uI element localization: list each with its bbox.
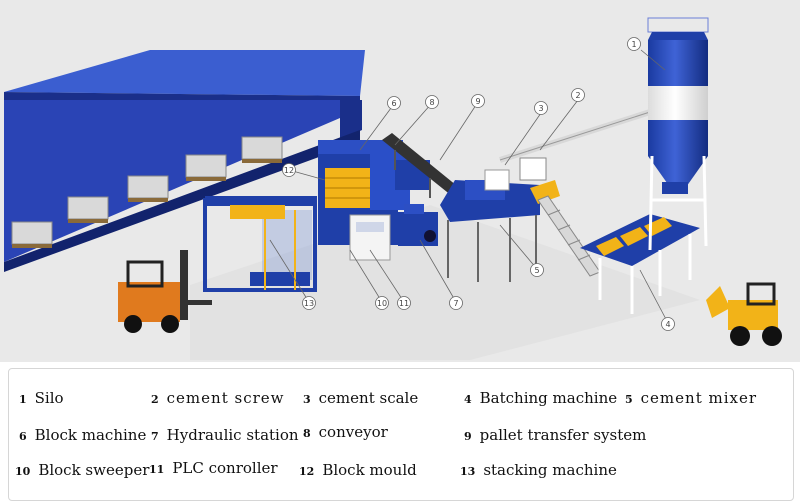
callout-1: 1 bbox=[627, 37, 641, 51]
legend-number: 4 bbox=[464, 393, 472, 406]
svg-text:4: 4 bbox=[665, 320, 670, 329]
legend-label: Block sweeper bbox=[38, 461, 150, 479]
legend-item-conveyor: 8 conveyor bbox=[303, 423, 388, 441]
callout-4: 4 bbox=[661, 317, 675, 331]
legend-number: 9 bbox=[464, 430, 472, 443]
legend-label: Hydraulic station bbox=[166, 426, 299, 444]
callout-12: 12 bbox=[282, 163, 296, 177]
legend-item-batching-machine: 4 Batching machine bbox=[464, 389, 617, 407]
legend-number: 1 bbox=[19, 393, 27, 406]
wheel-loader bbox=[706, 282, 782, 346]
legend-number: 11 bbox=[149, 463, 165, 476]
cement-screw-conveyor bbox=[499, 109, 651, 163]
legend-item-pallet-transfer-system: 9 pallet transfer system bbox=[464, 426, 646, 444]
legend-number: 10 bbox=[15, 465, 31, 478]
legend-number: 3 bbox=[303, 393, 311, 406]
svg-text:11: 11 bbox=[399, 299, 409, 308]
legend-label: Batching machine bbox=[479, 389, 618, 407]
svg-text:9: 9 bbox=[475, 97, 480, 106]
legend-label: cement mixer bbox=[640, 389, 758, 407]
cement-scale bbox=[519, 157, 560, 204]
legend-number: 12 bbox=[299, 465, 315, 478]
svg-text:10: 10 bbox=[377, 299, 387, 308]
callout-7: 7 bbox=[449, 296, 463, 310]
legend-label: Block machine bbox=[34, 426, 147, 444]
legend-item-plc-controller: 11 PLC conroller bbox=[149, 459, 278, 477]
svg-text:1: 1 bbox=[631, 40, 636, 49]
production-line-illustration: 1 2 3 4 5 6 7 8 9 10 11 12 bbox=[0, 0, 800, 362]
legend-number: 2 bbox=[151, 393, 159, 406]
callout-3: 3 bbox=[534, 101, 548, 115]
legend-item-cement-mixer: 5 cement mixer bbox=[625, 389, 757, 407]
svg-text:3: 3 bbox=[538, 104, 543, 113]
legend-number: 13 bbox=[460, 465, 476, 478]
svg-text:6: 6 bbox=[391, 99, 396, 108]
callout-10: 10 bbox=[375, 296, 389, 310]
batching-machine bbox=[580, 214, 700, 314]
block-stacks bbox=[11, 136, 283, 248]
legend-number: 7 bbox=[151, 430, 159, 443]
legend-number: 8 bbox=[303, 427, 311, 440]
svg-text:7: 7 bbox=[453, 299, 458, 308]
legend-label: cement screw bbox=[166, 389, 285, 407]
forklift bbox=[118, 250, 212, 333]
legend-item-block-machine: 6 Block machine bbox=[19, 426, 146, 444]
legend-item-stacking-machine: 13 stacking machine bbox=[460, 461, 617, 479]
legend-item-cement-scale: 3 cement scale bbox=[303, 389, 418, 407]
callout-13: 13 bbox=[302, 296, 316, 310]
hydraulic-station bbox=[398, 204, 438, 246]
callout-6: 6 bbox=[387, 96, 401, 110]
svg-text:12: 12 bbox=[284, 166, 294, 175]
plc-controller-cabinet bbox=[349, 214, 391, 261]
svg-text:13: 13 bbox=[304, 299, 314, 308]
callout-9: 9 bbox=[471, 94, 485, 108]
cement-silo bbox=[647, 17, 709, 251]
legend-label: cement scale bbox=[318, 389, 419, 407]
callout-5: 5 bbox=[530, 263, 544, 277]
svg-text:8: 8 bbox=[429, 98, 434, 107]
svg-text:2: 2 bbox=[575, 91, 580, 100]
legend-item-silo: 1 Silo bbox=[19, 389, 64, 407]
stacking-machine bbox=[203, 196, 317, 292]
legend-label: Silo bbox=[34, 389, 64, 407]
callout-8: 8 bbox=[425, 95, 439, 109]
legend-label: pallet transfer system bbox=[479, 426, 647, 444]
callout-11: 11 bbox=[397, 296, 411, 310]
cement-mixer bbox=[440, 169, 540, 282]
legend-label: stacking machine bbox=[483, 461, 617, 479]
legend-number: 5 bbox=[625, 393, 633, 406]
legend-item-hydraulic-station: 7 Hydraulic station bbox=[151, 426, 299, 444]
legend-label: PLC conroller bbox=[172, 459, 278, 477]
belt-conveyor bbox=[382, 133, 462, 198]
legend-item-cement-screw: 2 cement screw bbox=[151, 389, 284, 407]
callout-leaders bbox=[269, 49, 669, 324]
callout-2: 2 bbox=[571, 88, 585, 102]
legend-item-block-sweeper: 10 Block sweeper bbox=[15, 461, 149, 479]
production-line-drawing: 1 2 3 4 5 6 7 8 9 10 11 12 bbox=[4, 17, 782, 346]
legend-panel: 1 Silo 2 cement screw 3 cement scale 4 B… bbox=[8, 368, 794, 501]
legend-label: conveyor bbox=[318, 423, 388, 441]
svg-text:5: 5 bbox=[534, 266, 539, 275]
legend-item-block-mould: 12 Block mould bbox=[299, 461, 417, 479]
legend-label: Block mould bbox=[322, 461, 417, 479]
legend-number: 6 bbox=[19, 430, 27, 443]
